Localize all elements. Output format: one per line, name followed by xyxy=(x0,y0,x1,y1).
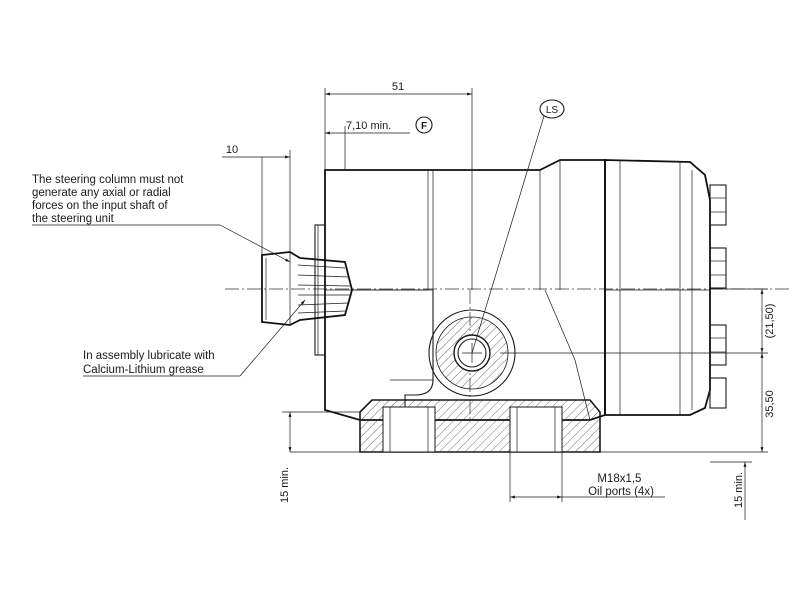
input-shaft xyxy=(261,251,428,326)
bolt-heads xyxy=(709,184,727,409)
lubrication-note: In assembly lubricate with Calcium-Lithi… xyxy=(83,299,306,377)
dimension-left-15-label: 15 min. xyxy=(279,467,291,503)
dimension-right-15 xyxy=(710,461,752,520)
port-note-line-2: Oil ports (4x) xyxy=(588,486,654,498)
steering-note-line-3: forces on the input shaft of xyxy=(32,200,168,212)
dimension-right-15-label: 15 min. xyxy=(733,472,745,508)
dimension-35-50-label: 35,50 xyxy=(764,390,776,418)
ls-marker: LS xyxy=(471,99,565,354)
f-marker-label: F xyxy=(421,121,427,132)
dimension-21-50 xyxy=(500,288,768,354)
svg-text:In assembly lubricate with: In assembly lubricate with Calcium-Lithi… xyxy=(83,350,218,376)
steering-note-line-4: the steering unit xyxy=(32,213,115,225)
svg-text:M18x1,5 Oil ports (4x): M18x1,5 Oil ports (4x) xyxy=(588,473,654,498)
dimension-21-50-label: (21,50) xyxy=(764,304,776,339)
port-note: M18x1,5 Oil ports (4x) xyxy=(509,452,665,502)
port-note-line-1: M18x1,5 xyxy=(597,473,641,485)
dimension-51-label: 51 xyxy=(392,81,404,93)
dimension-35-50 xyxy=(600,353,768,453)
dimension-10 xyxy=(222,150,291,255)
end-cap xyxy=(604,159,711,416)
f-marker: F xyxy=(415,116,433,134)
ls-marker-label: LS xyxy=(546,105,559,116)
dimension-left-15 xyxy=(282,411,360,452)
dimension-10-label: 10 xyxy=(226,144,238,156)
centerlines xyxy=(225,288,790,420)
steering-note: The steering column must not generate an… xyxy=(32,174,291,263)
lubrication-note-line-2: Calcium-Lithium grease xyxy=(83,364,204,376)
svg-text:The steering column must not: The steering column must not generate an… xyxy=(32,174,187,225)
steering-note-line-2: generate any axial or radial xyxy=(32,187,171,199)
dimension-7-10 xyxy=(325,126,410,170)
mounting-section xyxy=(290,399,601,453)
lubrication-note-line-1: In assembly lubricate with xyxy=(83,350,215,362)
steering-note-line-1: The steering column must not xyxy=(32,174,184,186)
dimension-51 xyxy=(324,88,473,290)
dimension-7-10-label: 7,10 min. xyxy=(346,120,391,132)
